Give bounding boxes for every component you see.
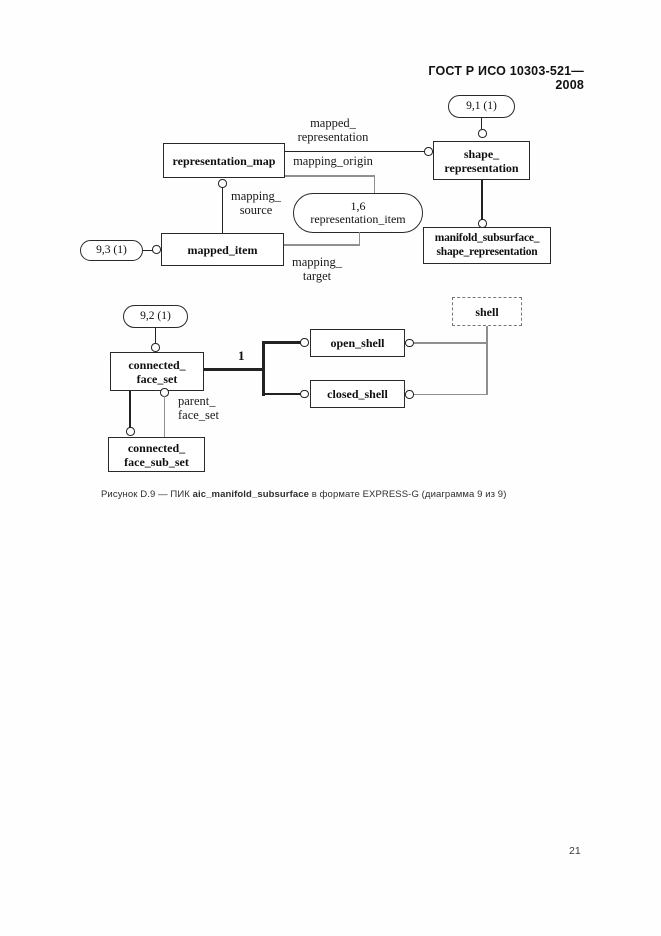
label-mapped-representation: mapped_ representation: [293, 116, 373, 144]
label-mapping-target-line2: target: [302, 268, 332, 283]
connector-closed-shell-to-shell: [414, 393, 487, 395]
circle-marker-closed-shell-right: [405, 390, 414, 399]
connector-ref91-shape-representation: [481, 118, 483, 129]
page-ref-9-3-label: 9,3 (1): [96, 244, 127, 256]
label-mapped-representation-line2: representation: [297, 129, 369, 144]
entity-connected-face-set: connected_ face_set: [110, 352, 204, 391]
connector-shell-vertical: [486, 326, 488, 395]
label-mapping-target: mapping_ target: [288, 255, 346, 283]
page-number: 21: [569, 845, 581, 857]
entity-manifold-line1: manifold_subsurface_: [434, 232, 540, 244]
circle-marker-face-sub-set-top: [126, 427, 135, 436]
label-parent-face-set-line2: face_set: [178, 407, 219, 422]
label-mapping-source: mapping_ source: [228, 189, 284, 217]
connector-supertype-vertical: [262, 341, 265, 396]
circle-marker-connected-face-set-top: [151, 343, 160, 352]
connector-branch-open-shell: [262, 341, 301, 344]
entity-connected-face-set-line1: connected_: [128, 357, 186, 372]
connector-subtype-manifold: [481, 180, 483, 220]
connector-open-shell-to-shell: [414, 342, 487, 344]
figure-caption-entity-name: aic_manifold_subsurface: [192, 489, 310, 500]
circle-marker-open-shell-left: [300, 338, 309, 347]
figure-caption-suffix: в формате EXPRESS-G (диаграмма 9 из 9): [309, 489, 507, 500]
connector-mapped-representation: [285, 151, 424, 153]
label-mapping-origin-text: mapping_origin: [293, 154, 373, 168]
entity-manifold-line2: shape_representation: [436, 245, 538, 258]
connector-supertype-trunk: [204, 368, 264, 371]
entity-closed-shell-label: closed_shell: [327, 387, 388, 401]
entity-open-shell: open_shell: [310, 329, 405, 357]
connector-mapping-target-horizontal: [284, 244, 360, 246]
page-ref-9-1: 9,1 (1): [448, 95, 515, 118]
circle-marker-mapped-item-left: [152, 245, 161, 254]
entity-shape-representation-line1: shape_: [463, 146, 500, 161]
label-mapping-origin: mapping_origin: [292, 154, 374, 169]
entity-mapped-item-label: mapped_item: [187, 242, 258, 257]
page-ref-1-6-line2: representation_item: [310, 212, 406, 226]
entity-representation-map: representation_map: [163, 143, 285, 178]
page-ref-9-1-label: 9,1 (1): [466, 100, 497, 112]
circle-marker-open-shell-right: [405, 338, 414, 347]
page-ref-9-2: 9,2 (1): [123, 305, 188, 328]
page-ref-1-6-line1: 1,6: [350, 199, 366, 213]
label-mapping-source-line1: mapping_: [231, 189, 281, 203]
entity-connected-face-sub-set-line2: face_sub_set: [124, 454, 189, 469]
page-ref-1-6-representation-item: 1,6 representation_item: [293, 193, 423, 233]
label-mapping-target-line1: mapping_: [292, 255, 342, 269]
entity-shell: shell: [452, 297, 522, 326]
entity-shape-representation-line2: representation: [444, 160, 519, 175]
label-cardinality-1: 1: [238, 348, 245, 363]
circle-marker-shape-representation-top: [478, 129, 487, 138]
entity-connected-face-sub-set-line1: connected_: [127, 440, 186, 455]
circle-marker-mapped-representation: [424, 147, 433, 156]
entity-open-shell-label: open_shell: [330, 336, 385, 350]
circle-marker-closed-shell-left: [300, 389, 309, 398]
entity-closed-shell: closed_shell: [310, 380, 405, 408]
entity-representation-map-label: representation_map: [172, 153, 276, 168]
entity-shell-label: shell: [475, 304, 499, 319]
entity-connected-face-sub-set: connected_ face_sub_set: [108, 437, 205, 472]
connector-mapping-target-vertical: [358, 232, 361, 246]
connector-branch-closed-shell: [262, 392, 301, 396]
figure-caption: Рисунок D.9 — ПИК aic_manifold_subsurfac…: [101, 489, 506, 500]
entity-mapped-item: mapped_item: [161, 233, 284, 266]
connector-mapping-origin-horizontal: [285, 175, 375, 177]
entity-manifold-subsurface-shape-representation: manifold_subsurface_ shape_representatio…: [423, 227, 551, 264]
connector-subtype-face-sub-set: [128, 391, 131, 428]
circle-marker-mapping-source: [218, 179, 227, 188]
label-mapping-source-line2: source: [239, 202, 273, 217]
connector-mapping-source: [222, 188, 224, 233]
entity-shape-representation: shape_ representation: [433, 141, 530, 180]
connector-ref93-mapped-item: [143, 249, 154, 251]
page-ref-9-2-label: 9,2 (1): [140, 310, 171, 322]
connector-parent-face-set: [164, 396, 166, 437]
connector-ref92-connected-face-set: [154, 328, 156, 343]
label-mapped-representation-line1: mapped_: [310, 116, 356, 130]
page-ref-9-3: 9,3 (1): [80, 240, 143, 261]
label-parent-face-set: parent_ face_set: [178, 394, 238, 422]
connector-mapping-origin-vertical: [373, 175, 376, 194]
entity-connected-face-set-line2: face_set: [136, 371, 178, 386]
figure-caption-prefix: Рисунок D.9 — ПИК: [101, 489, 193, 500]
label-parent-face-set-line1: parent_: [178, 394, 216, 408]
document-header: ГОСТ Р ИСО 10303-521—2008: [428, 64, 584, 92]
